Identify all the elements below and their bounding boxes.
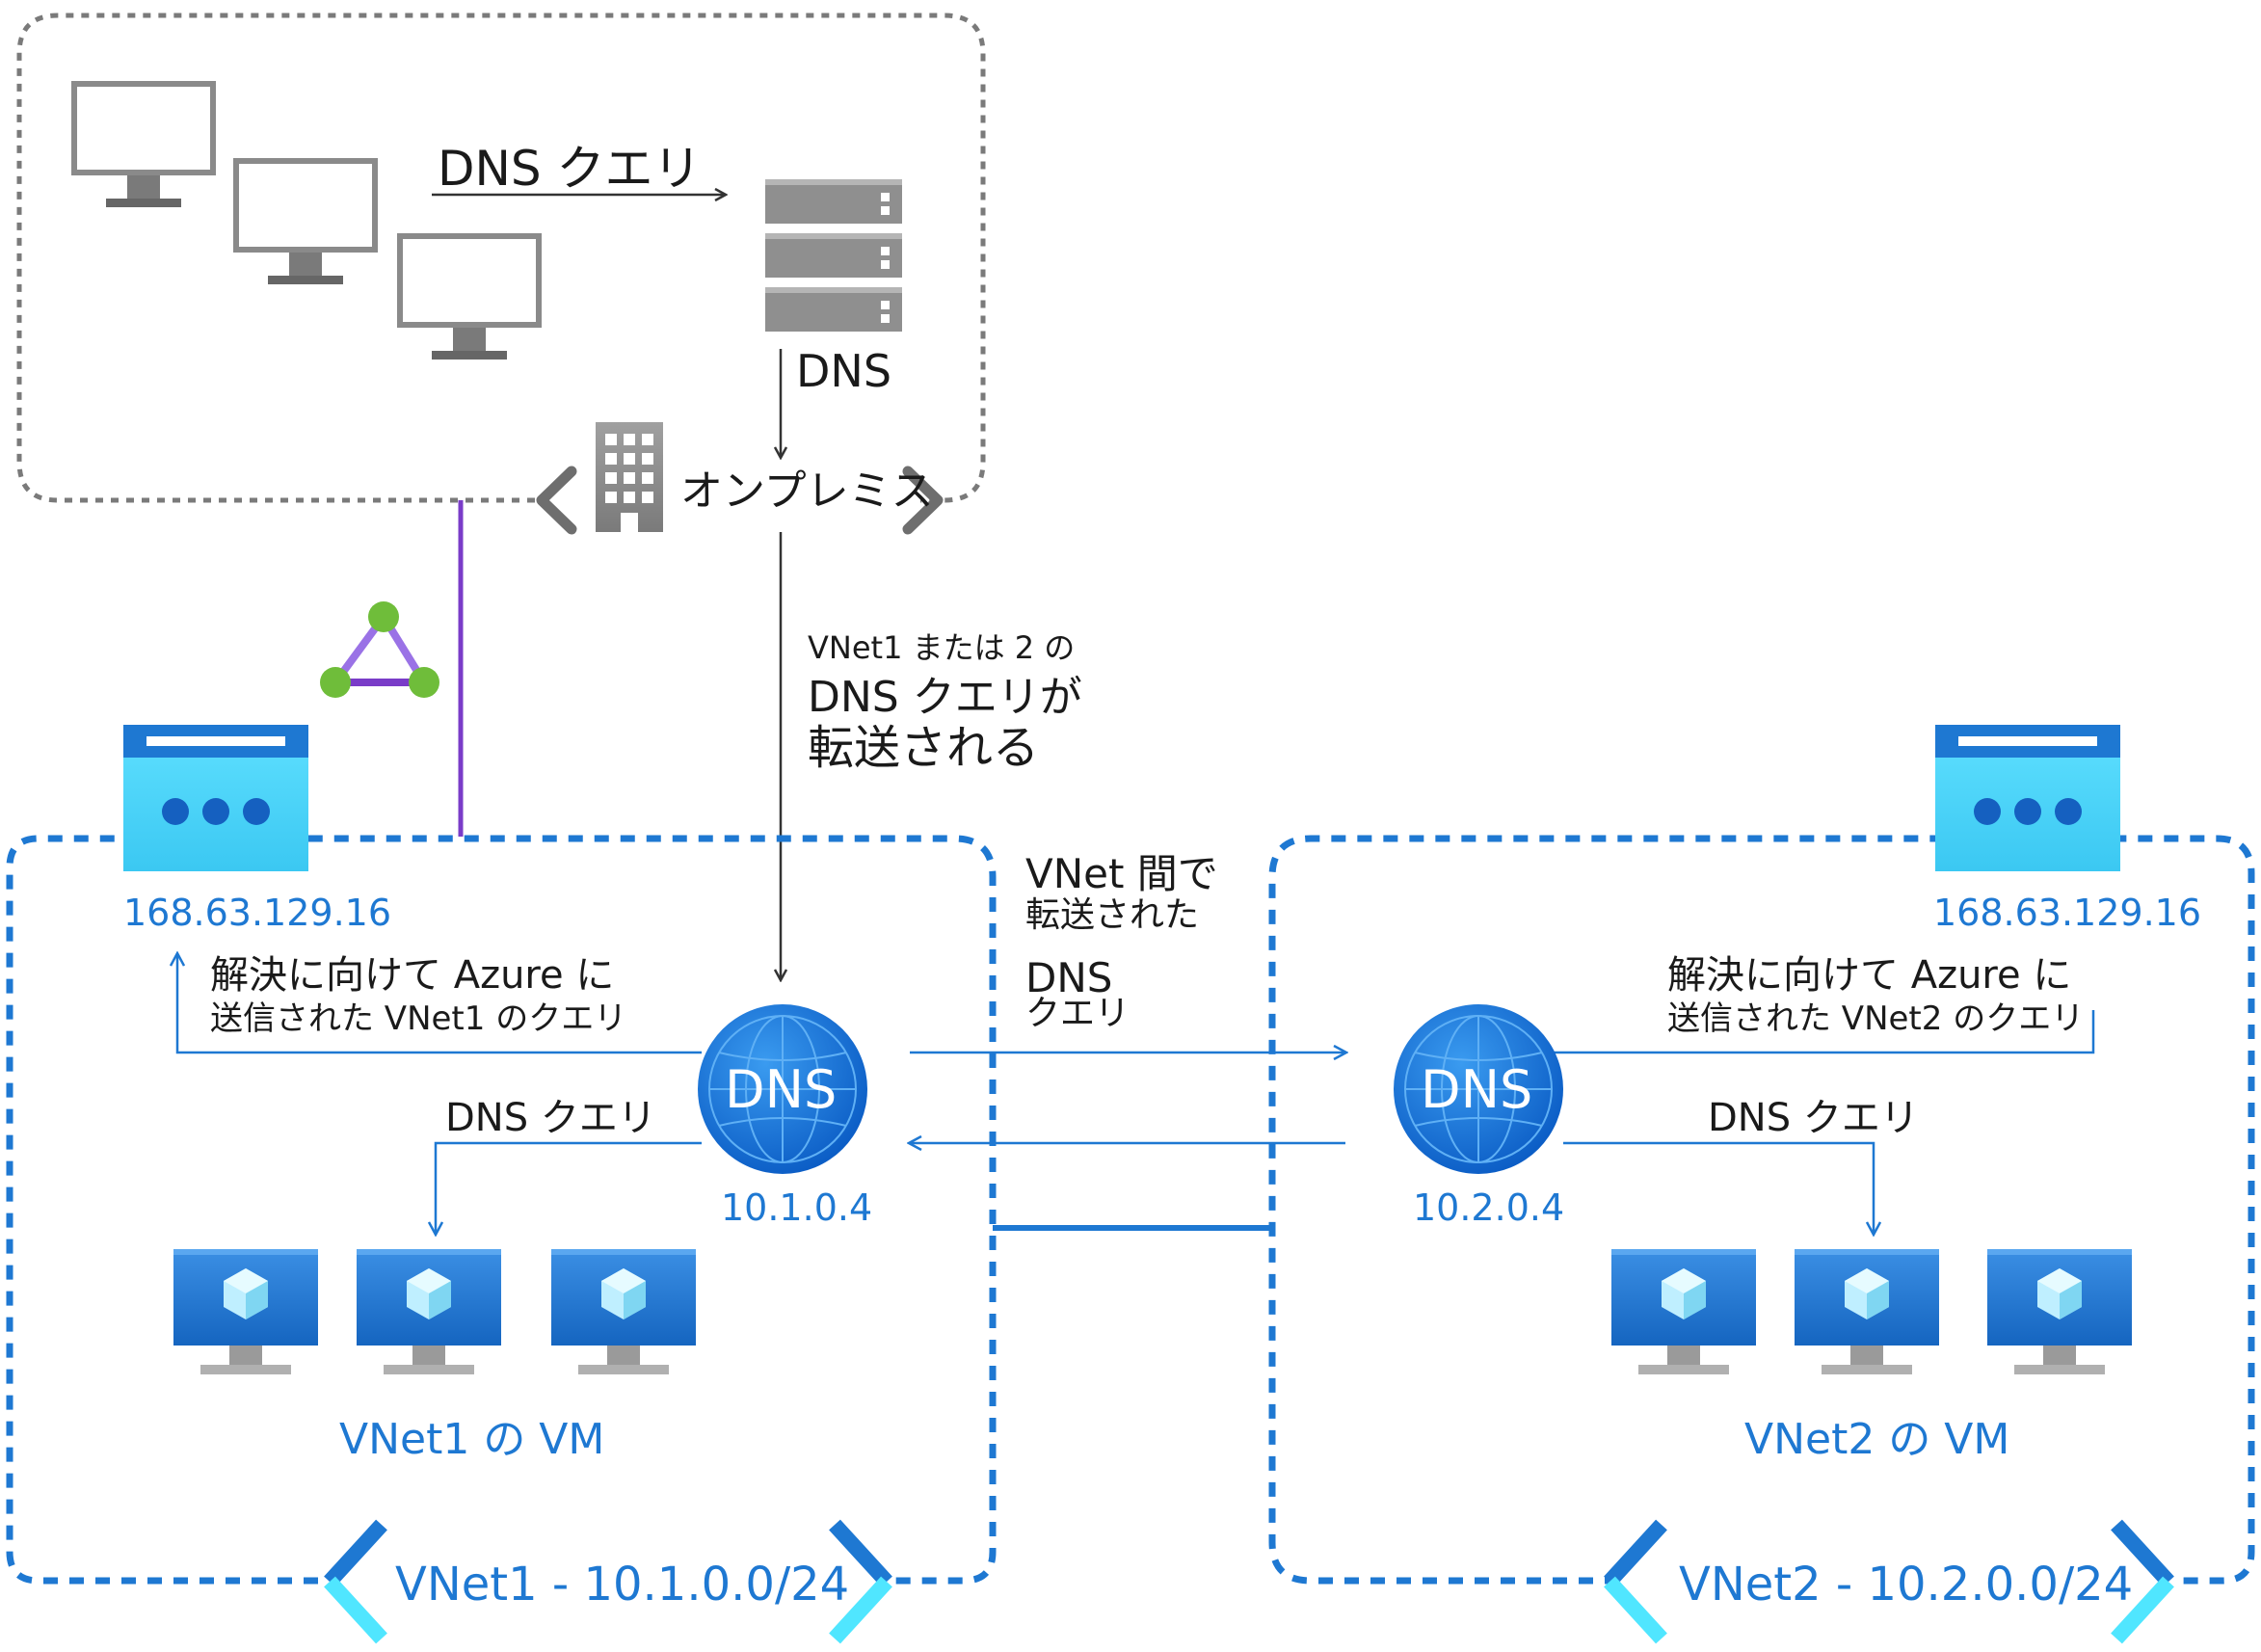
vnet2-name: VNet2 - 10.2.0.0/24 xyxy=(1679,1558,2134,1612)
client-computer-icon xyxy=(233,158,378,284)
building-icon xyxy=(596,422,663,532)
between-caption-line4: クエリ xyxy=(1025,994,1130,1033)
vnet1-right-chevron xyxy=(829,1576,892,1644)
vm-icon xyxy=(1795,1249,1939,1374)
vnet1-left-chevron xyxy=(324,1519,387,1587)
onprem-query-label: DNS クエリ xyxy=(438,141,702,197)
vnet1-dns-ip: 10.1.0.4 xyxy=(721,1186,873,1229)
vnet1-dns-badge: DNS xyxy=(725,1059,838,1120)
vnet2-resolve-line2: 送信された VNet2 のクエリ xyxy=(1667,999,2085,1038)
vnet1-vms-label: VNet1 の VM xyxy=(339,1415,605,1464)
forwarded-caption-line3: 転送される xyxy=(808,721,1040,775)
vm-icon xyxy=(357,1249,501,1374)
vnet2-query-to-vm-arrow xyxy=(1563,1141,1874,1234)
vpn-gateway-icon xyxy=(320,601,439,698)
vnet2-left-chevron xyxy=(1604,1519,1667,1587)
onprem-dns-label: DNS xyxy=(796,345,892,397)
client-computer-icon xyxy=(71,81,216,207)
vnet1-left-chevron xyxy=(324,1576,387,1644)
onprem-left-chevron xyxy=(536,466,577,535)
between-caption-line3: DNS xyxy=(1025,954,1113,1001)
vm-icon xyxy=(1611,1249,1756,1374)
dns-server-icon xyxy=(765,179,902,332)
vnet1-resolve-line2: 送信された VNet1 のクエリ xyxy=(210,999,627,1038)
client-computer-icon xyxy=(397,233,542,360)
vnet2-boundary xyxy=(1268,835,2255,1585)
vnet2-vms-label: VNet2 の VM xyxy=(1744,1415,2010,1464)
onprem-site-label: オンプレミス xyxy=(680,466,934,516)
between-caption-line2: 転送された xyxy=(1025,895,1200,935)
vnet2-to-azure-line xyxy=(1554,1010,2095,1054)
vm-icon xyxy=(173,1249,318,1374)
vnet1-resolve-line1: 解決に向けて Azure に xyxy=(210,953,615,998)
azure-dns-icon xyxy=(1935,725,2120,871)
forwarded-caption-line1: VNet1 または 2 の xyxy=(808,629,1076,666)
onprem-right-chevron xyxy=(902,466,944,535)
vnet1-azure-dns-ip: 168.63.129.16 xyxy=(123,892,392,934)
vnet2-azure-dns-ip: 168.63.129.16 xyxy=(1933,892,2202,934)
vnet2-resolve-line1: 解決に向けて Azure に xyxy=(1667,953,2072,998)
forwarded-caption-line2: DNS クエリが xyxy=(808,673,1082,722)
vnet2-left-chevron xyxy=(1604,1576,1667,1644)
onprem-boundary xyxy=(16,13,986,503)
vm-icon xyxy=(1987,1249,2132,1374)
between-caption-line1: VNet 間で xyxy=(1025,850,1218,897)
vnet1-query-to-vm-arrow xyxy=(436,1141,702,1234)
vnet2-dns-badge: DNS xyxy=(1421,1059,1533,1120)
vnet1-to-azure-arrow xyxy=(177,954,702,1054)
vnet2-dns-ip: 10.2.0.4 xyxy=(1413,1186,1565,1229)
vnet2-query-label: DNS クエリ xyxy=(1708,1096,1919,1140)
vm-icon xyxy=(551,1249,696,1374)
vnet2-right-chevron xyxy=(2111,1519,2174,1587)
azure-dns-icon xyxy=(123,725,308,871)
vnet2-right-chevron xyxy=(2111,1576,2174,1644)
vnet1-right-chevron xyxy=(829,1519,892,1587)
vnet1-query-label: DNS クエリ xyxy=(445,1096,656,1140)
vnet1-name: VNet1 - 10.1.0.0/24 xyxy=(395,1558,850,1612)
